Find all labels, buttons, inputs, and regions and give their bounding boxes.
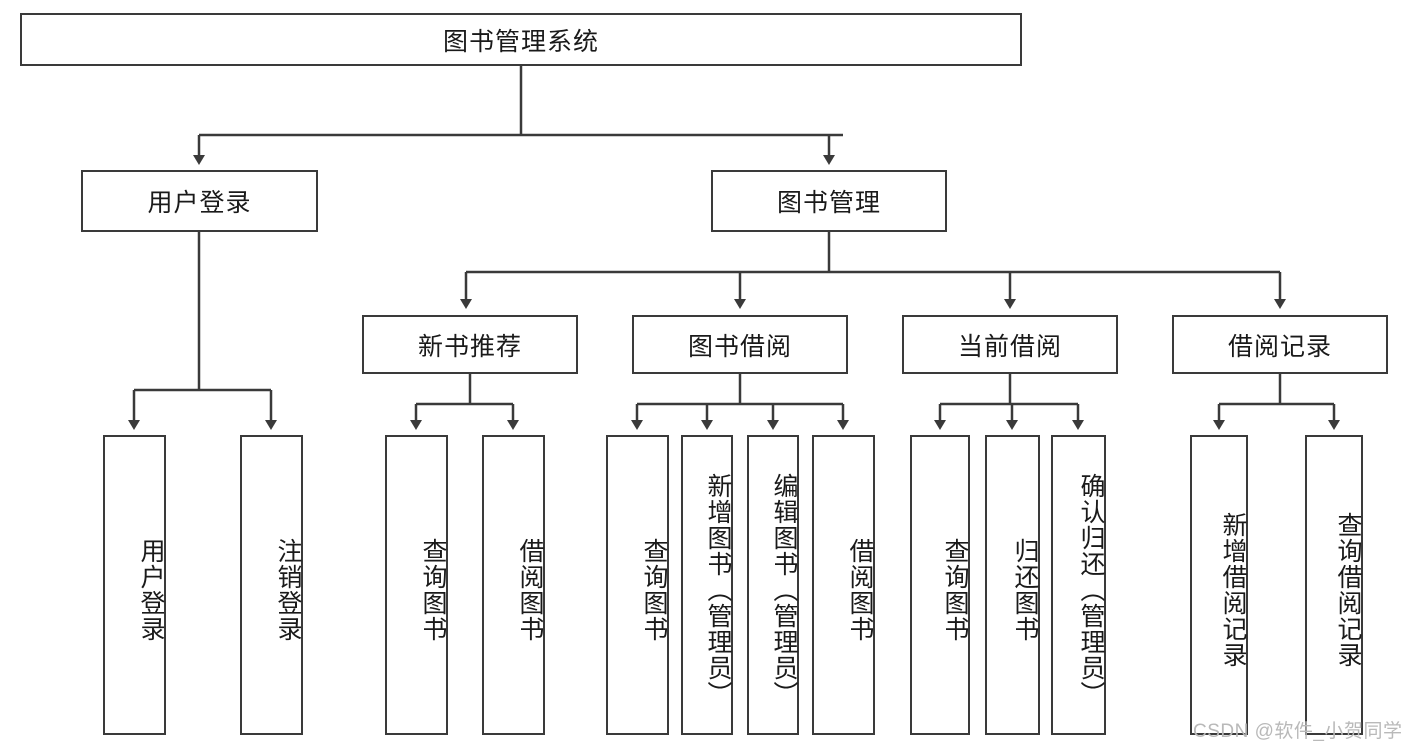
node-level1-user-login[interactable]: 用户登录 bbox=[81, 170, 318, 232]
node-leaf-label: 查询图书 bbox=[640, 538, 668, 642]
node-level2-book-borrow[interactable]: 图书借阅 bbox=[632, 315, 848, 374]
node-leaf-query-borrow-record[interactable]: 查询借阅记录 bbox=[1305, 435, 1363, 735]
node-root[interactable]: 图书管理系统 bbox=[20, 13, 1022, 66]
node-leaf-add-borrow-record[interactable]: 新增借阅记录 bbox=[1190, 435, 1248, 735]
node-leaf-label: 借阅图书 bbox=[846, 538, 874, 642]
node-leaf-query-book-recommend[interactable]: 查询图书 bbox=[385, 435, 448, 735]
node-leaf-label: 注销登录 bbox=[274, 538, 302, 642]
node-leaf-label: 查询图书 bbox=[419, 538, 447, 642]
node-level2-borrow-record[interactable]: 借阅记录 bbox=[1172, 315, 1388, 374]
node-leaf-label: 查询借阅记录 bbox=[1334, 512, 1362, 668]
node-leaf-label: 归还图书 bbox=[1011, 538, 1039, 642]
csdn-watermark: CSDN @软件_小贺同学 bbox=[1193, 721, 1403, 742]
node-leaf-label: 用户登录 bbox=[137, 538, 165, 642]
node-leaf-label: 编辑图书（管理员） bbox=[770, 473, 798, 707]
node-leaf-add-book-admin[interactable]: 新增图书（管理员） bbox=[681, 435, 733, 735]
node-leaf-query-book-borrow[interactable]: 查询图书 bbox=[606, 435, 669, 735]
node-level2-current-borrow[interactable]: 当前借阅 bbox=[902, 315, 1118, 374]
node-leaf-user-login[interactable]: 用户登录 bbox=[103, 435, 166, 735]
node-leaf-edit-book-admin[interactable]: 编辑图书（管理员） bbox=[747, 435, 799, 735]
node-level2-new-book-recommend[interactable]: 新书推荐 bbox=[362, 315, 578, 374]
node-leaf-label: 新增借阅记录 bbox=[1219, 512, 1247, 668]
node-leaf-borrow-book[interactable]: 借阅图书 bbox=[812, 435, 875, 735]
node-leaf-confirm-return-admin[interactable]: 确认归还（管理员） bbox=[1051, 435, 1106, 735]
node-leaf-label: 查询图书 bbox=[941, 538, 969, 642]
node-leaf-logout[interactable]: 注销登录 bbox=[240, 435, 303, 735]
node-leaf-borrow-book-recommend[interactable]: 借阅图书 bbox=[482, 435, 545, 735]
node-leaf-query-book-current[interactable]: 查询图书 bbox=[910, 435, 970, 735]
node-leaf-return-book[interactable]: 归还图书 bbox=[985, 435, 1040, 735]
node-leaf-label: 确认归还（管理员） bbox=[1077, 473, 1105, 707]
node-leaf-label: 借阅图书 bbox=[516, 538, 544, 642]
node-leaf-label: 新增图书（管理员） bbox=[704, 473, 732, 707]
node-level1-book-management[interactable]: 图书管理 bbox=[711, 170, 947, 232]
